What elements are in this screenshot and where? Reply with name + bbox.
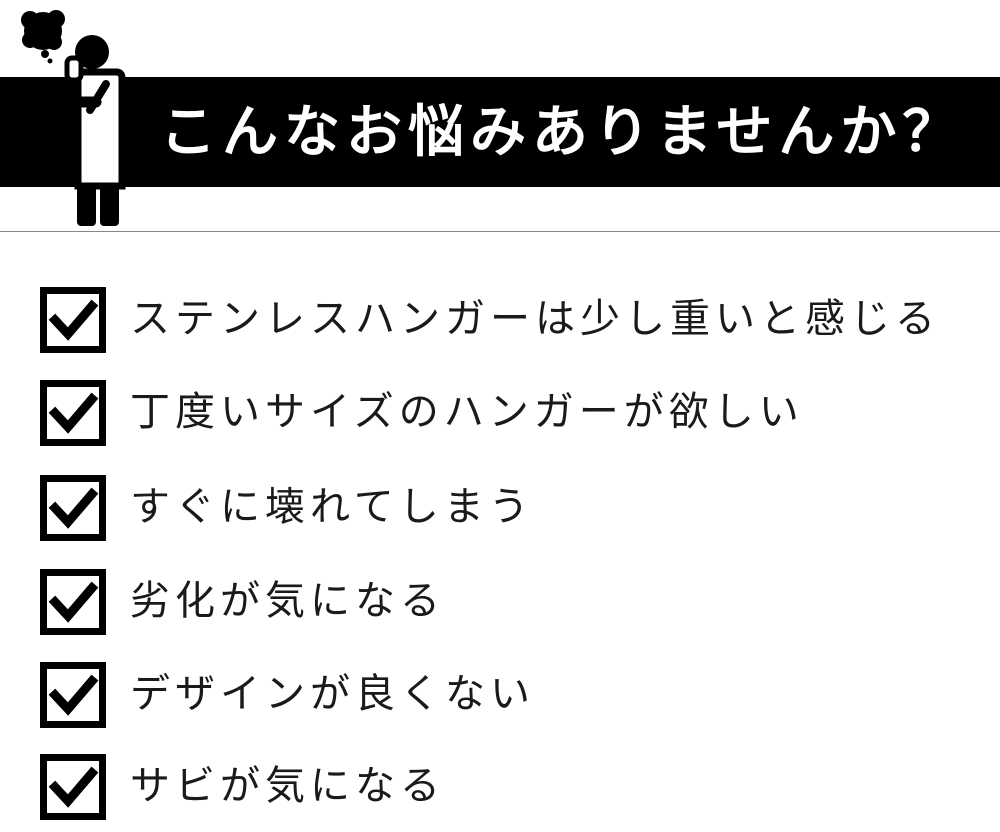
list-item: すぐに壊れてしまう xyxy=(40,460,980,541)
list-item-label: 劣化が気になる xyxy=(130,578,445,624)
header-banner xyxy=(0,77,1000,187)
list-item-label: すぐに壊れてしまう xyxy=(130,484,534,530)
divider xyxy=(0,231,1000,232)
thinking-person-icon xyxy=(21,10,126,226)
list-item-label: デザインが良くない xyxy=(130,671,535,717)
checked-box-icon xyxy=(40,380,106,446)
list-item: 丁度いサイズのハンガーが欲しい xyxy=(40,365,980,446)
page-title: こんなお悩みありませんか？ xyxy=(160,99,965,165)
checked-box-icon xyxy=(40,569,106,635)
list-item: サビが気になる xyxy=(40,739,980,820)
checked-box-icon xyxy=(40,475,106,541)
list-item: デザインが良くない xyxy=(40,647,980,728)
checked-box-icon xyxy=(40,662,106,728)
list-item-label: サビが気になる xyxy=(130,763,445,809)
list-item-label: 丁度いサイズのハンガーが欲しい xyxy=(130,389,804,435)
checked-box-icon xyxy=(40,287,106,353)
list-item: ステンレスハンガーは少し重いと感じる xyxy=(40,272,980,353)
checked-box-icon xyxy=(40,754,106,820)
list-item: 劣化が気になる xyxy=(40,554,980,635)
list-item-label: ステンレスハンガーは少し重いと感じる xyxy=(130,296,940,342)
